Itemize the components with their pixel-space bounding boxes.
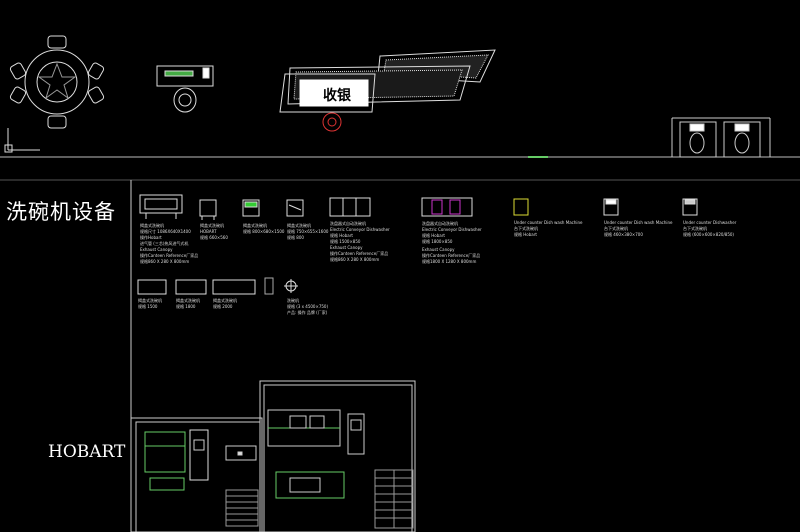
item-label: 规格 (3 x 4500×750) xyxy=(287,303,328,309)
item-label: Under counter Dish wash Machine xyxy=(604,220,673,225)
item-label: 揭盖式洗碗机 xyxy=(200,222,224,228)
item-label: 产品: 操作 品牌 (厂家) xyxy=(287,309,328,315)
item-label: 操作Canteen Reference厂家品 xyxy=(422,252,480,258)
crosshair-icon xyxy=(284,279,298,293)
cashier-counter-icon xyxy=(279,49,496,113)
item-label: 规格860 X 280 X 800mm xyxy=(140,258,189,264)
toilet-stalls-icon xyxy=(671,117,771,158)
item-label: Exhaust Canopy xyxy=(422,247,455,252)
item-label: 规格 Hobart xyxy=(514,231,537,237)
item-label: 台下式洗碗机 xyxy=(514,225,538,231)
equipment-icon xyxy=(682,198,698,216)
equipment-icon xyxy=(212,279,256,295)
item-label: 操作Hobart xyxy=(140,234,162,240)
equipment-icon xyxy=(513,198,529,216)
item-label: 规格860 X 280 X 800mm xyxy=(330,256,379,262)
item-label: Under counter Dish wash Machine xyxy=(514,220,583,225)
item-label: 洗盘器式自动洗碗机 xyxy=(422,220,458,226)
item-label: 规格1800 X 1280 X 800mm xyxy=(422,258,476,264)
item-label: 规格 1500×850 xyxy=(330,238,361,244)
item-label: 揭盖式洗碗机 xyxy=(140,222,164,228)
equipment-icon xyxy=(175,279,207,295)
item-label: 揭盖式洗碗机 xyxy=(287,222,311,228)
equipment-icon xyxy=(264,277,274,295)
ucs-axis-icon xyxy=(4,128,40,153)
item-label: 规格 1800×850 xyxy=(422,238,453,244)
equipment-labels: 揭盖式洗碗机 规格尺寸 1086X640X1400 操作Hobart 进气管 (… xyxy=(138,220,737,315)
section-title-en: HOBART xyxy=(48,442,126,462)
item-label: 揭盖式洗碗机 xyxy=(213,297,237,303)
equipment-icon xyxy=(137,279,167,295)
item-label: 规格 660×560 xyxy=(200,234,228,240)
desk-workstation-icon xyxy=(156,65,214,113)
cashier-label: 收银 xyxy=(323,87,352,104)
item-label: 洗碗机 xyxy=(287,297,299,303)
item-label: 规格 800 xyxy=(287,234,304,240)
equipment-icon xyxy=(199,199,217,220)
equipment-icon xyxy=(139,194,183,219)
item-label: 操作Canteen Reference厂家品 xyxy=(330,250,388,256)
item-label: 规格 800×680×1500 xyxy=(243,228,285,234)
drawing-sheet-right xyxy=(259,380,416,532)
drawing-sheet-left xyxy=(130,417,263,532)
item-label: Electric Conveyor Dishwasher xyxy=(330,227,390,232)
item-label: 台下式洗碗机 xyxy=(683,225,707,231)
item-label: 规格 Hobart xyxy=(422,232,445,238)
section-title-cn: 洗碗机设备 xyxy=(6,200,116,224)
equipment-row-2 xyxy=(137,277,298,295)
item-label: 规格 460×380×700 xyxy=(604,231,643,237)
item-label: 规格 1800 xyxy=(176,303,196,309)
round-table-icon xyxy=(9,35,105,129)
item-label: 规格 750×655×1600 xyxy=(287,228,329,234)
item-label: Under counter Dishwasher xyxy=(683,220,737,225)
equipment-icon xyxy=(286,199,304,217)
item-label: HOBART xyxy=(200,229,217,234)
item-label: 揭盖式洗碗机 xyxy=(138,297,162,303)
cashier-chair-icon xyxy=(322,112,342,132)
item-label: 进气管 (三芯)热风进气式机 xyxy=(140,240,188,246)
item-label: 规格 1500 xyxy=(138,303,158,309)
item-label: 规格 (600×600×820/850) xyxy=(683,231,734,237)
item-label: 揭盖式洗碗机 xyxy=(243,222,267,228)
equipment-icon xyxy=(329,197,371,217)
item-label: Exhaust Canopy xyxy=(330,245,363,250)
item-label: 台下式洗碗机 xyxy=(604,225,628,231)
equipment-icon xyxy=(421,197,473,217)
item-label: 操作Canteen Reference厂家品 xyxy=(140,252,198,258)
item-label: 洗盘器式自动洗碗机 xyxy=(330,220,366,226)
equipment-row xyxy=(139,194,698,220)
equipment-icon xyxy=(242,199,260,217)
item-label: Electric Conveyor Dishwasher xyxy=(422,227,482,232)
item-label: 规格尺寸 1086X640X1400 xyxy=(140,228,191,234)
item-label: 规格 Hobart xyxy=(330,232,353,238)
equipment-icon xyxy=(603,198,619,216)
item-label: Exhaust Canopy xyxy=(140,247,173,252)
item-label: 揭盖式洗碗机 xyxy=(176,297,200,303)
item-label: 规格 2000 xyxy=(213,303,233,309)
